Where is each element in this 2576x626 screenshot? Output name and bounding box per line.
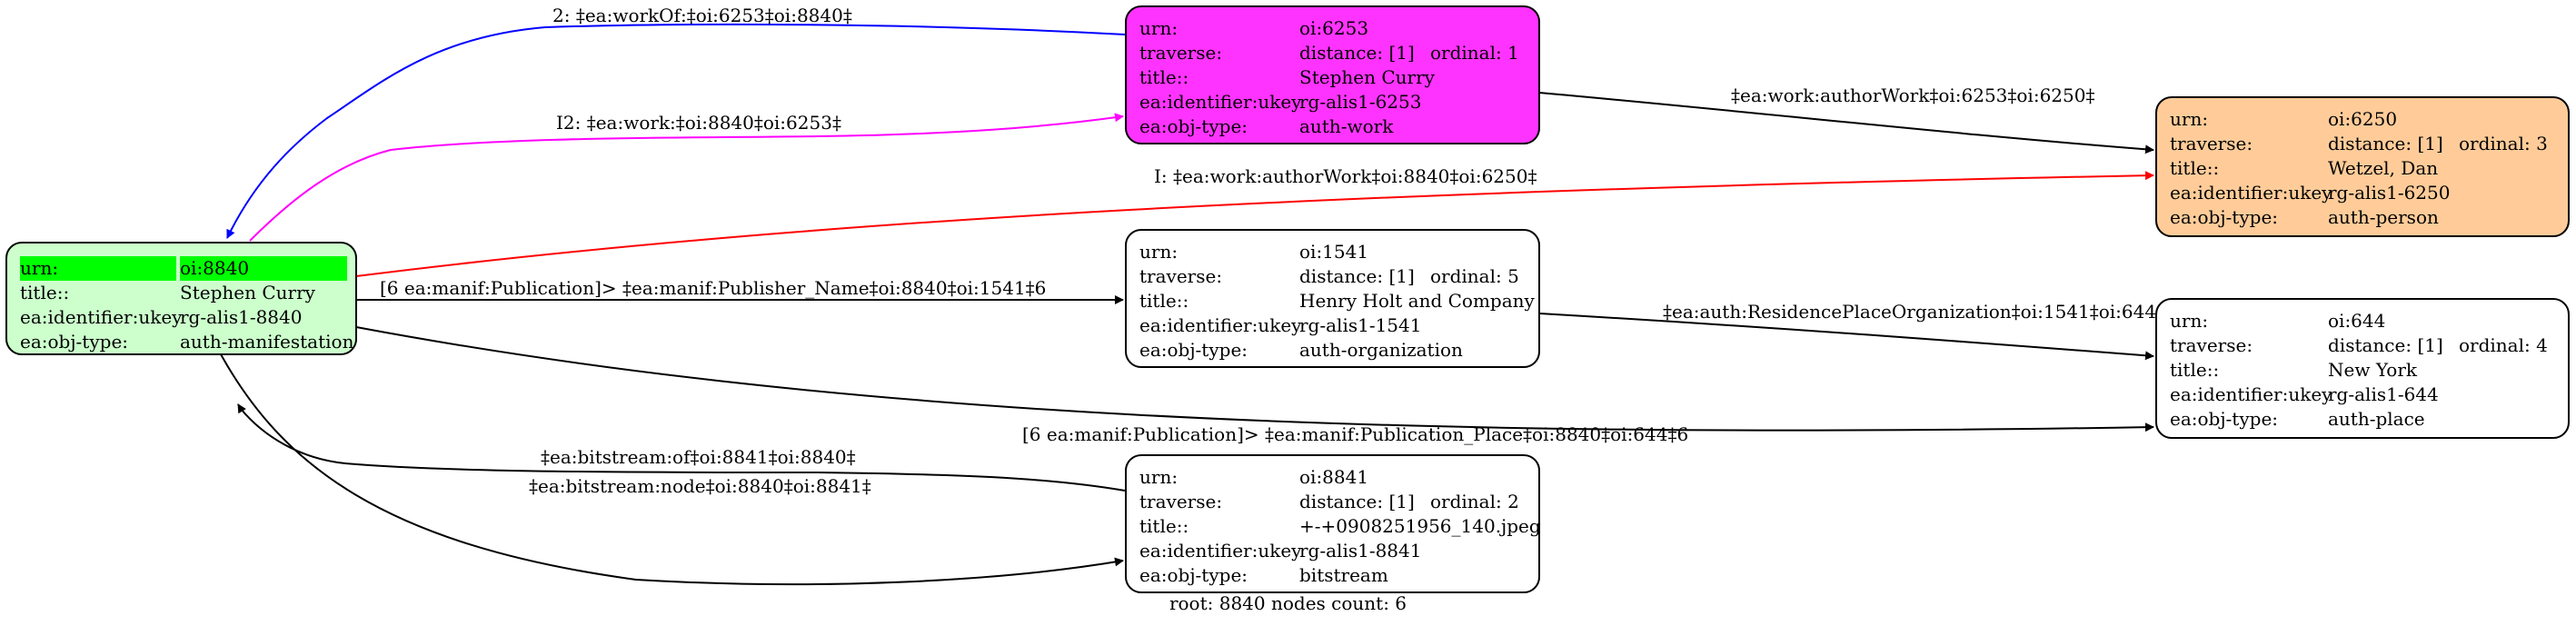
- place-ukey-value: rg-alis1-644: [2328, 383, 2439, 405]
- edge-label-publication-place: [6 ea:manif:Publication]> ‡ea:manif:Publ…: [1022, 423, 1688, 445]
- edge-author-work-from-root: [355, 171, 2154, 277]
- person-urn-key: urn:: [2170, 108, 2209, 130]
- person-ukey-value: rg-alis1-6250: [2328, 182, 2451, 204]
- org-title-key: title::: [1139, 290, 1189, 312]
- edge-label-publisher-name: [6 ea:manif:Publication]> ‡ea:manif:Publ…: [380, 277, 1046, 299]
- bit-title-value: +-+0908251956_140.jpeg: [1299, 515, 1541, 537]
- work-objtype-key: ea:obj-type:: [1139, 115, 1248, 137]
- place-urn-key: urn:: [2170, 310, 2209, 332]
- work-traverse-value: distance: [1]: [1299, 42, 1415, 64]
- org-ukey-key: ea:identifier:ukey: [1139, 314, 1302, 336]
- person-traverse-value: distance: [1]: [2328, 133, 2443, 154]
- place-urn-value: oi:644: [2328, 310, 2386, 332]
- work-ordinal: ordinal: 1: [1430, 42, 1519, 64]
- edge-label-work-to-root: I2: ‡ea:work:‡oi:8840‡oi:6253‡: [556, 112, 841, 134]
- bit-objtype-key: ea:obj-type:: [1139, 564, 1248, 586]
- bit-traverse-key: traverse:: [1139, 491, 1223, 512]
- node-organization[interactable]: urn: oi:1541 traverse: distance: [1] ord…: [1125, 229, 1540, 368]
- node-work[interactable]: urn: oi:6253 traverse: distance: [1] ord…: [1125, 5, 1540, 144]
- edge-label-bitstream-node: ‡ea:bitstream:node‡oi:8840‡oi:8841‡: [529, 475, 871, 497]
- org-objtype-value: auth-organization: [1299, 339, 1463, 361]
- bit-ukey-key: ea:identifier:ukey: [1139, 540, 1302, 561]
- edge-author-work-from-work: [1538, 92, 2154, 154]
- node-root-manifestation[interactable]: urn: oi:8840 title:: Stephen Curry ea:id…: [5, 242, 357, 355]
- person-objtype-value: auth-person: [2328, 206, 2439, 228]
- edge-work-of: [226, 23, 1126, 239]
- place-ukey-key: ea:identifier:ukey: [2170, 383, 2332, 405]
- edge-label-author-work-from-work: ‡ea:work:authorWork‡oi:6253‡oi:6250‡: [1731, 84, 2094, 106]
- edge-work-to-root: [249, 113, 1124, 242]
- root-title-key: title::: [20, 282, 70, 303]
- root-objtype-key: ea:obj-type:: [20, 331, 129, 353]
- edge-label-author-work-from-root: I: ‡ea:work:authorWork‡oi:8840‡oi:6250‡: [1154, 165, 1537, 187]
- root-title-value: Stephen Curry: [180, 282, 315, 303]
- place-objtype-value: auth-place: [2328, 408, 2425, 430]
- edge-residence-place: [1538, 313, 2154, 361]
- bit-urn-value: oi:8841: [1299, 466, 1369, 488]
- bit-ukey-value: rg-alis1-8841: [1299, 540, 1422, 561]
- work-objtype-value: auth-work: [1299, 115, 1394, 137]
- edge-bitstream-node: [220, 353, 1124, 586]
- person-ukey-key: ea:identifier:ukey: [2170, 182, 2332, 204]
- place-traverse-key: traverse:: [2170, 334, 2253, 356]
- root-urn-value: oi:8840: [180, 257, 250, 279]
- org-urn-value: oi:1541: [1299, 241, 1369, 263]
- place-traverse-value: distance: [1]: [2328, 334, 2443, 356]
- node-bitstream-box[interactable]: urn: oi:8841 traverse: distance: [1] ord…: [1125, 454, 1541, 593]
- work-title-key: title::: [1139, 66, 1189, 88]
- person-objtype-key: ea:obj-type:: [2170, 206, 2279, 228]
- bit-ordinal: ordinal: 2: [1430, 491, 1519, 512]
- org-ukey-value: rg-alis1-1541: [1299, 314, 1422, 336]
- org-ordinal: ordinal: 5: [1430, 265, 1519, 287]
- person-ordinal: ordinal: 3: [2459, 133, 2548, 154]
- work-traverse-key: traverse:: [1139, 42, 1223, 64]
- org-traverse-key: traverse:: [1139, 265, 1223, 287]
- work-urn-key: urn:: [1139, 17, 1179, 39]
- edge-label-bitstream-of: ‡ea:bitstream:of‡oi:8841‡oi:8840‡: [541, 446, 856, 468]
- work-ukey-key: ea:identifier:ukey: [1139, 91, 1302, 113]
- org-traverse-value: distance: [1]: [1299, 265, 1415, 287]
- edge-label-residence-place: ‡ea:auth:ResidencePlaceOrganization‡oi:1…: [1663, 301, 2165, 323]
- work-title-value: Stephen Curry: [1299, 66, 1435, 88]
- edge-bitstream-of: [237, 403, 1126, 492]
- org-urn-key: urn:: [1139, 241, 1179, 263]
- root-ukey-key: ea:identifier:ukey: [20, 306, 183, 328]
- person-traverse-key: traverse:: [2170, 133, 2253, 154]
- edge-label-work-of: 2: ‡ea:workOf:‡oi:6253‡oi:8840‡: [552, 5, 852, 26]
- place-title-key: title::: [2170, 359, 2220, 381]
- bit-objtype-value: bitstream: [1299, 564, 1388, 586]
- bit-urn-key: urn:: [1139, 466, 1179, 488]
- work-urn-value: oi:6253: [1299, 17, 1369, 39]
- place-title-value: New York: [2328, 359, 2417, 381]
- root-ukey-value: rg-alis1-8840: [180, 306, 303, 328]
- org-objtype-key: ea:obj-type:: [1139, 339, 1248, 361]
- person-urn-value: oi:6250: [2328, 108, 2398, 130]
- person-title-value: Wetzel, Dan: [2328, 157, 2439, 179]
- bit-title-key: title::: [1139, 515, 1189, 537]
- work-ukey-value: rg-alis1-6253: [1299, 91, 1422, 113]
- place-ordinal: ordinal: 4: [2459, 334, 2548, 356]
- node-person[interactable]: urn: oi:6250 traverse: distance: [1] ord…: [2155, 96, 2570, 237]
- root-objtype-value: auth-manifestation: [180, 331, 354, 353]
- place-objtype-key: ea:obj-type:: [2170, 408, 2279, 430]
- graph-footer-caption: root: 8840 nodes count: 6: [1169, 592, 1407, 614]
- node-place[interactable]: urn: oi:644 traverse: distance: [1] ordi…: [2155, 298, 2570, 439]
- org-title-value: Henry Holt and Company: [1299, 290, 1535, 312]
- edge-publication-place: [355, 326, 2154, 432]
- root-urn-key: urn:: [20, 257, 59, 279]
- bit-traverse-value: distance: [1]: [1299, 491, 1415, 512]
- person-title-key: title::: [2170, 157, 2220, 179]
